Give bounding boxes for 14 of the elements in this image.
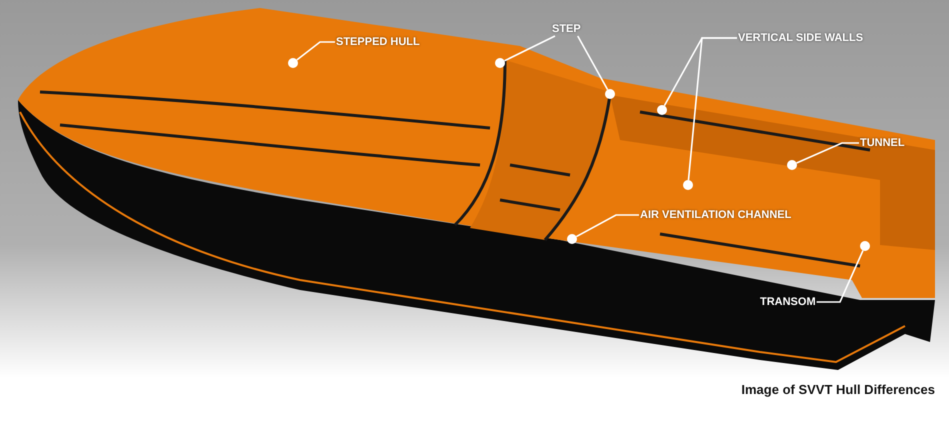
leader-line [688,37,737,180]
leader-line [576,214,639,238]
caption: Image of SVVT Hull Differences [741,382,935,397]
callout-label: STEP [552,22,581,36]
callout-label: STEPPED HULL [336,35,420,49]
callout-label: VERTICAL SIDE WALLS [738,31,864,45]
leader-line [796,142,859,164]
callout-label: TUNNEL [860,136,905,150]
callout-label: AIR VENTILATION CHANNEL [640,208,792,222]
leader-line [577,36,608,90]
callout-label: TRANSOM [760,295,816,309]
leader-line [816,250,864,303]
leader-line [296,41,335,61]
leader-line [504,35,556,62]
